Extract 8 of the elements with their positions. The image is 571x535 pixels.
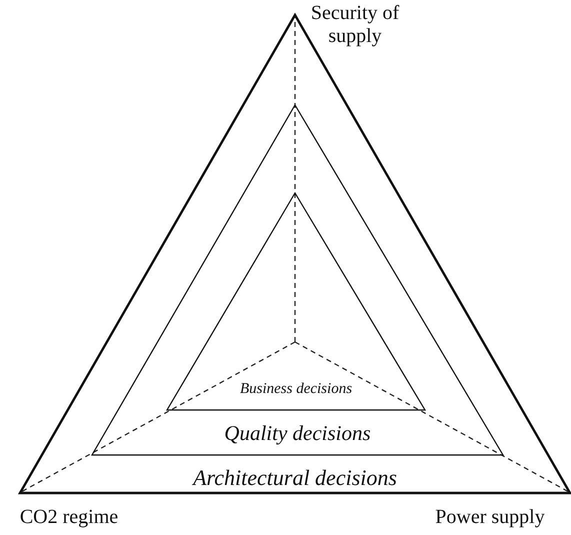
corner-label: Security of supply bbox=[310, 2, 400, 48]
layer-label: Business decisions bbox=[238, 381, 354, 398]
corner-label: Power supply bbox=[434, 506, 546, 529]
triangle-layer bbox=[167, 193, 425, 410]
corner-label: CO2 regime bbox=[18, 506, 120, 529]
triangle-layer bbox=[92, 105, 503, 455]
layer-label: Architectural decisions bbox=[191, 465, 398, 491]
layer-label: Quality decisions bbox=[223, 421, 372, 446]
